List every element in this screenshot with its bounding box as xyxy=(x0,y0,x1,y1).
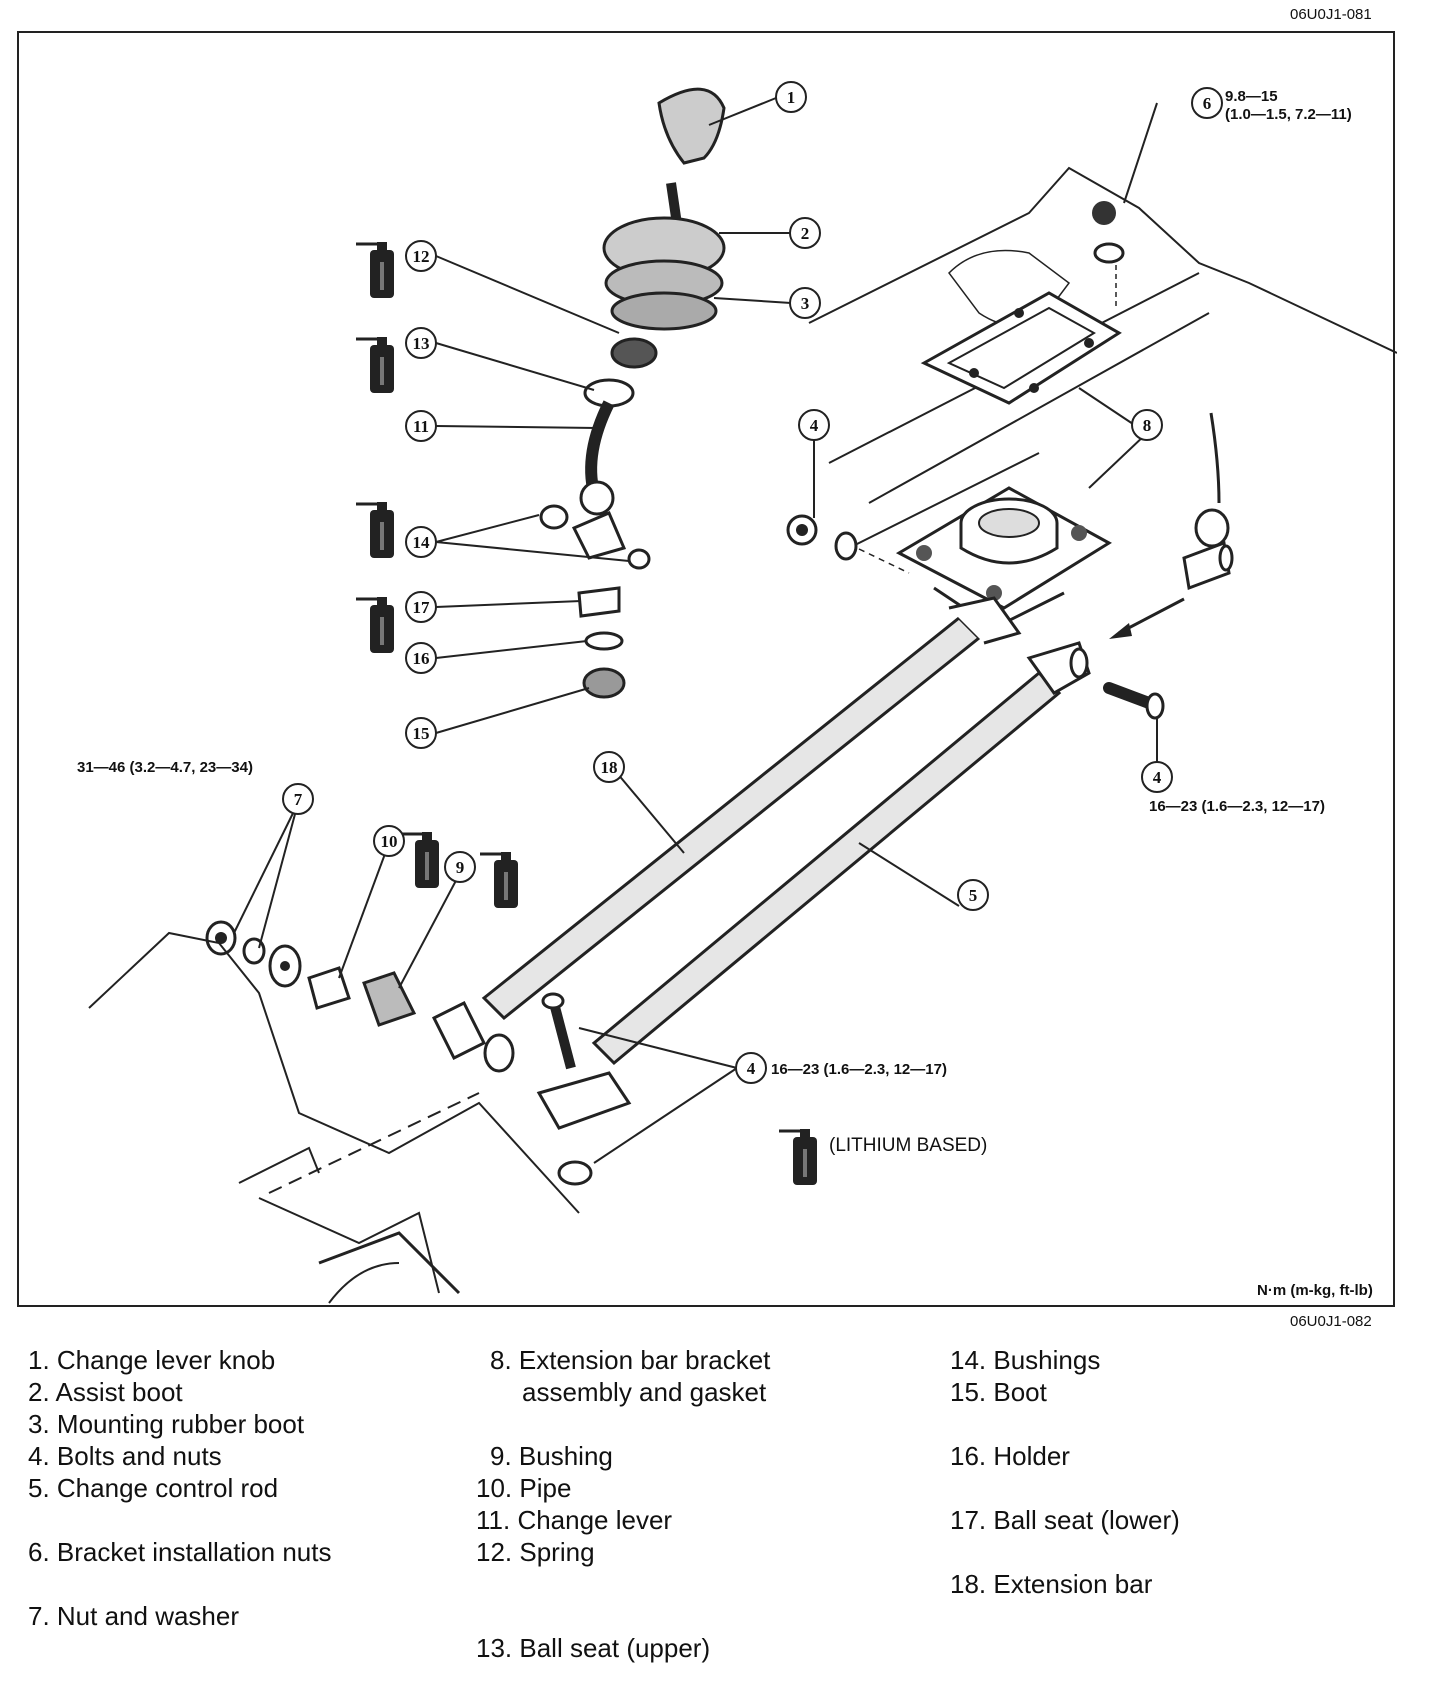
grease-can-12 xyxy=(354,240,396,300)
callout-17: 17 xyxy=(413,598,431,617)
floor-panel-outline xyxy=(808,166,1397,554)
grease-can-14 xyxy=(354,500,396,560)
spec-bolt-bottom: 16—23 (1.6—2.3, 12—17) xyxy=(771,1061,947,1078)
transmission-outline xyxy=(88,931,580,1304)
callout-10: 10 xyxy=(381,832,398,851)
legend-item-5: 5. Change control rod xyxy=(28,1473,279,1503)
callout-4-bracket: 4 xyxy=(810,416,819,435)
bracket-side-nut xyxy=(786,514,910,574)
callout-3: 3 xyxy=(801,294,810,313)
shift-rod-end xyxy=(1182,412,1234,591)
callout-4-bottom: 4 xyxy=(747,1059,756,1078)
callout-1: 1 xyxy=(787,88,796,107)
legend-item-16: 16. Holder xyxy=(950,1441,1070,1471)
legend-item-12: 12. Spring xyxy=(476,1537,595,1567)
legend-item-13: 13. Ball seat (upper) xyxy=(476,1633,711,1663)
legend-item-2: 2. Assist boot xyxy=(28,1377,183,1407)
legend-item-17: 17. Ball seat (lower) xyxy=(950,1505,1180,1535)
callout-12: 12 xyxy=(413,247,430,266)
legend-item-15: 15. Boot xyxy=(950,1377,1047,1407)
bottom-bolt xyxy=(536,992,632,1186)
gasket xyxy=(920,291,1122,405)
callout-6: 6 xyxy=(1203,94,1212,113)
callout-5: 5 xyxy=(969,886,978,905)
bushing-stack xyxy=(205,920,515,1073)
legend-item-11: 11. Change lever xyxy=(476,1505,673,1535)
parts-legend: 1. Change lever knob 2. Assist boot 3. M… xyxy=(28,1345,1428,1685)
pin-bolt xyxy=(1103,682,1165,720)
legend-item-1: 1. Change lever knob xyxy=(28,1345,276,1375)
change-control-rod xyxy=(591,641,1091,1066)
spec-bolt-right: 16—23 (1.6—2.3, 12—17) xyxy=(1149,798,1325,815)
spec-nut-washer: 31—46 (3.2—4.7, 23—34) xyxy=(77,759,253,776)
grease-note: (LITHIUM BASED) xyxy=(829,1135,987,1156)
callouts: 1 2 3 4 5 6 7 8 9 10 11 12 13 14 15 16 1… xyxy=(282,81,1223,1084)
exploded-diagram-frame: 1 2 3 4 5 6 7 8 9 10 11 12 13 14 15 16 1… xyxy=(17,31,1397,1307)
legend-item-6: 6. Bracket installation nuts xyxy=(28,1537,332,1567)
legend-item-10: 10. Pipe xyxy=(476,1473,572,1503)
legend-item-14: 14. Bushings xyxy=(950,1345,1101,1375)
legend-item-9: 9. Bushing xyxy=(490,1441,613,1471)
callout-18: 18 xyxy=(601,758,618,777)
change-lever-knob xyxy=(657,87,726,165)
callout-4-pin: 4 xyxy=(1153,768,1162,787)
legend-item-7: 7. Nut and washer xyxy=(28,1601,240,1631)
callout-8: 8 xyxy=(1143,416,1152,435)
callout-9: 9 xyxy=(456,858,465,877)
bracket-nut xyxy=(1092,201,1125,308)
legend-item-8-cont: assembly and gasket xyxy=(522,1377,767,1407)
exploded-diagram: 1 2 3 4 5 6 7 8 9 10 11 12 13 14 15 16 1… xyxy=(77,81,1397,1304)
callout-15: 15 xyxy=(413,724,430,743)
leader-lines xyxy=(233,97,1158,1164)
callout-16: 16 xyxy=(413,649,430,668)
callout-11: 11 xyxy=(413,417,429,436)
extension-bar-bracket xyxy=(895,486,1112,630)
grease-can-13 xyxy=(354,335,396,395)
callout-2: 2 xyxy=(801,224,810,243)
callout-13: 13 xyxy=(413,334,430,353)
reference-code-top: 06U0J1-081 xyxy=(1290,6,1372,23)
extension-bar xyxy=(481,596,1022,1021)
callout-7: 7 xyxy=(294,790,303,809)
grease-can-lithium xyxy=(777,1127,819,1187)
legend-item-8: 8. Extension bar bracket xyxy=(490,1345,771,1375)
reference-code-bottom: 06U0J1-082 xyxy=(1290,1313,1372,1330)
grease-can-17 xyxy=(354,595,396,655)
legend-item-18: 18. Extension bar xyxy=(950,1569,1153,1599)
legend-item-3: 3. Mounting rubber boot xyxy=(28,1409,305,1439)
spec-bracket-nuts-line1: 9.8—15 xyxy=(1225,88,1278,105)
legend-item-4: 4. Bolts and nuts xyxy=(28,1441,222,1471)
units-note: N·m (m-kg, ft-lb) xyxy=(1257,1282,1373,1299)
spec-bracket-nuts-line2: (1.0—1.5, 7.2—11) xyxy=(1225,106,1352,123)
grease-can-9 xyxy=(478,850,520,910)
change-lever-assembly xyxy=(539,182,726,699)
direction-arrow xyxy=(1109,597,1185,639)
callout-14: 14 xyxy=(413,533,431,552)
grease-can-10 xyxy=(399,830,441,890)
